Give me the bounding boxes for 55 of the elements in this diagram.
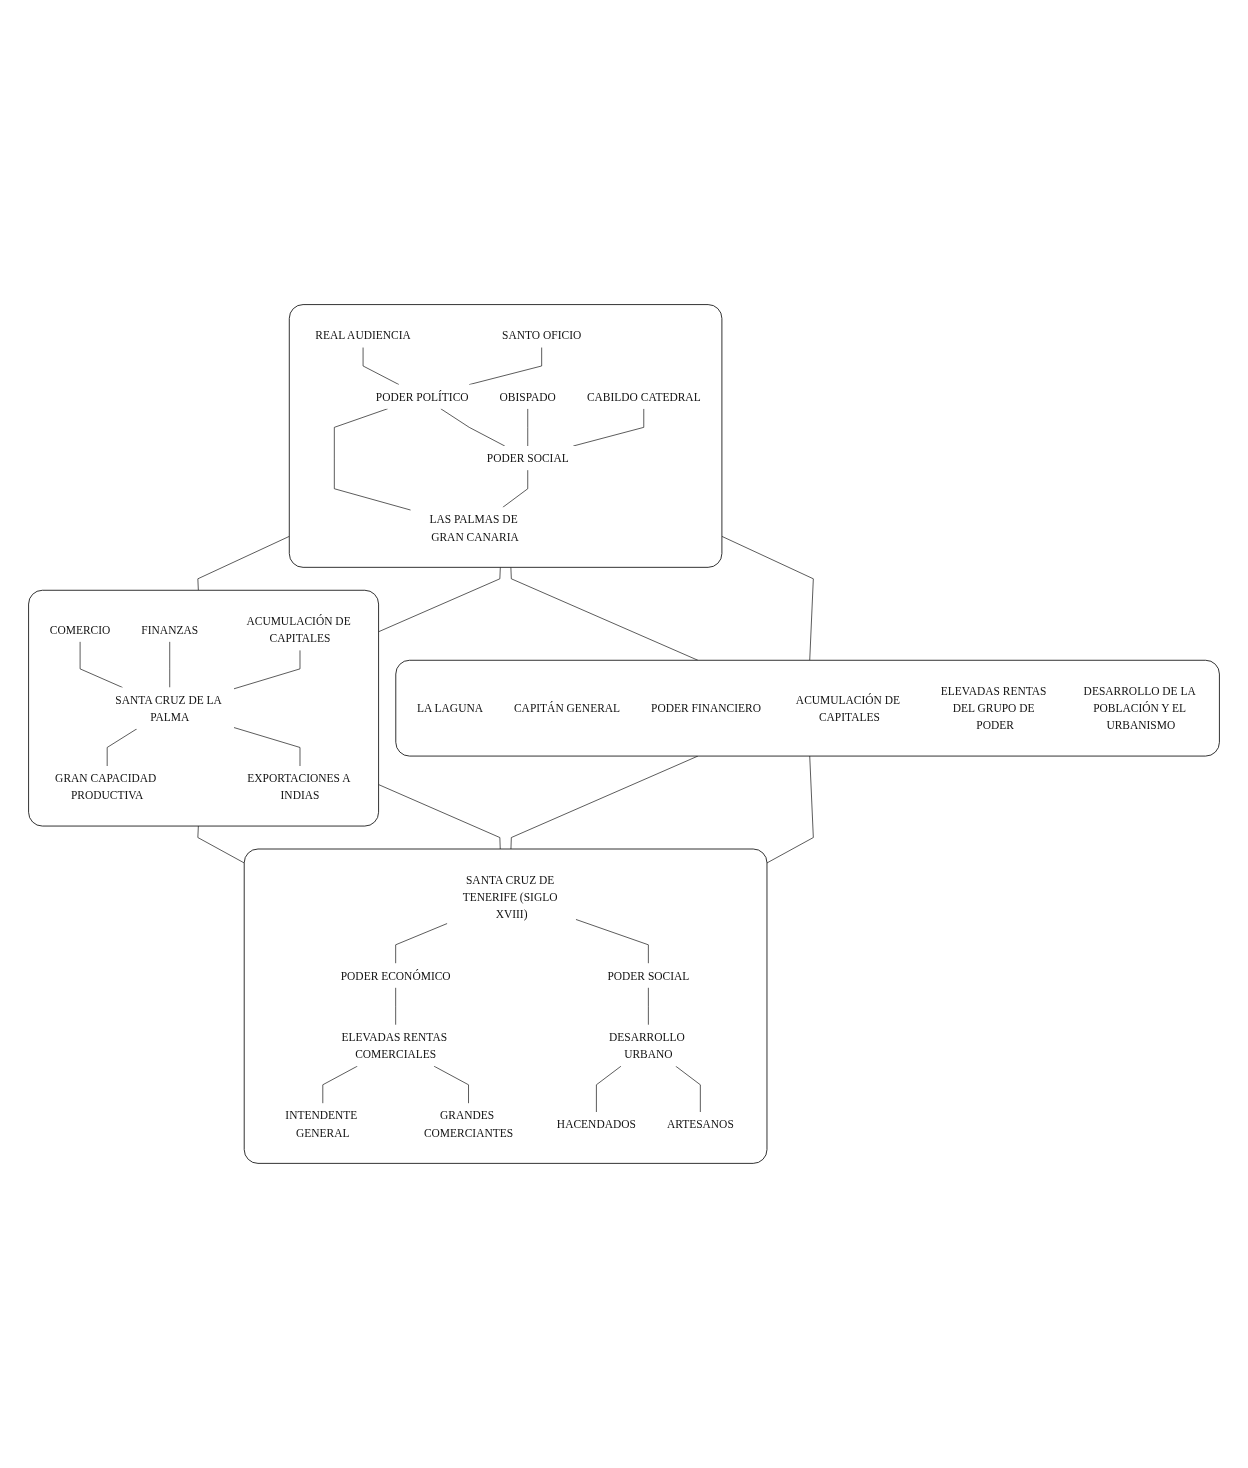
cluster [288, 304, 723, 568]
connector [510, 567, 699, 661]
node-text: COMERCIO [49, 623, 111, 636]
connector [233, 649, 301, 690]
node-text: SANTA CRUZ DE TENERIFE (SIGLO XVIII) [462, 873, 558, 921]
node-text: DESARROLLO DE LA POBLACIÓN Y EL URBANISMO [1083, 684, 1196, 732]
cluster [28, 589, 379, 827]
node-text: ACUMULACIÓN DE CAPITALES [795, 693, 901, 724]
connector [378, 567, 501, 633]
node-text: HACENDADOS [556, 1117, 636, 1131]
node-text: FINANZAS [141, 623, 199, 636]
node-text: ARTESANOS [666, 1117, 734, 1131]
node-text: PODER FINANCIERO [651, 701, 762, 715]
connector [721, 536, 814, 661]
node-text: INTENDENTE GENERAL [285, 1109, 358, 1140]
connector [596, 1065, 622, 1113]
node-text: DESARROLLO URBANO [609, 1030, 685, 1061]
node-text: SANTO OFICIO [502, 328, 582, 342]
connector [468, 347, 542, 385]
connector [197, 536, 290, 591]
node-text: REAL AUDIENCIA [315, 328, 411, 342]
node-text: PODER SOCIAL [486, 451, 569, 465]
connector [433, 1065, 469, 1104]
node-text: PODER ECONÓMICO [340, 969, 451, 982]
node-text: LA LAGUNA [417, 701, 483, 715]
node-text: CABILDO CATEDRAL [586, 390, 701, 403]
connector [197, 825, 245, 864]
connector [440, 408, 506, 447]
node-text: LAS PALMAS DE GRAN CANARIA [429, 513, 519, 543]
node-text: CAPITÁN GENERAL [513, 701, 621, 715]
node-text: ELEVADAS RENTAS COMERCIALES [341, 1030, 448, 1061]
node-text: ELEVADAS RENTAS DEL GRUPO DE PODER [940, 684, 1047, 732]
connector [766, 755, 814, 864]
node-text: EXPORTACIONES A INDIAS [247, 771, 350, 802]
connector [233, 727, 301, 767]
connector [502, 469, 529, 508]
connector [106, 728, 138, 767]
connector [322, 1065, 358, 1104]
connector [333, 408, 412, 511]
node-text: GRAN CAPACIDAD PRODUCTIVA [55, 771, 157, 802]
node-text: PODER POLÍTICO [375, 390, 469, 403]
node-text: GRANDES COMERCIANTES [423, 1109, 514, 1140]
cluster [395, 659, 1220, 757]
cluster [243, 848, 768, 1164]
connector [575, 919, 649, 964]
connector [675, 1065, 701, 1113]
node-text: PODER SOCIAL [607, 969, 690, 982]
connector [362, 347, 400, 385]
node-text: ACUMULACIÓN DE CAPITALES [246, 614, 351, 645]
connector [395, 923, 448, 964]
connector [572, 408, 645, 447]
connector [79, 641, 123, 688]
connector [378, 784, 501, 850]
node-text: SANTA CRUZ DE LA PALMA [115, 693, 222, 724]
node-text: OBISPADO [499, 390, 556, 403]
